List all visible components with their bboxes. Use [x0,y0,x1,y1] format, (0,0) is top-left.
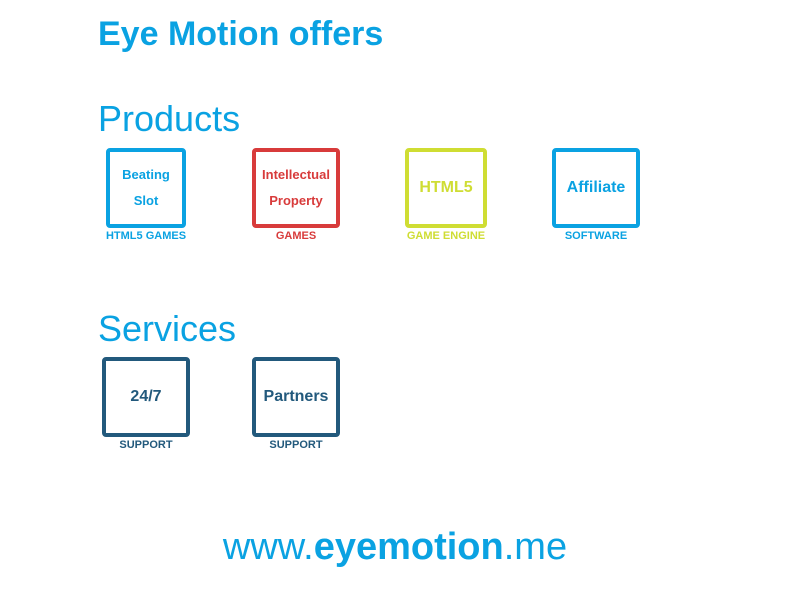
product-label-line2: Property [269,193,323,208]
url-domain: eyemotion [313,526,504,568]
product-label-line1: Intellectual [262,167,330,182]
product-tile-affiliate[interactable]: Affiliate SOFTWARE [536,148,656,242]
service-box-partners: Partners [252,357,340,437]
services-heading: Services [98,308,237,349]
service-tile-24-7[interactable]: 24/7 SUPPORT [86,357,206,451]
page-title: Eye Motion offers [98,15,384,53]
service-label: Partners [263,388,329,405]
product-caption: GAMES [275,230,317,242]
service-tile-partners[interactable]: Partners SUPPORT [236,357,356,451]
product-caption: HTML5 GAMES [105,230,187,242]
product-tile-beating-slot[interactable]: Beating Slot HTML5 GAMES [86,148,206,242]
product-label-line2: Slot [133,193,159,208]
service-box-24-7: 24/7 [102,357,190,437]
product-caption: SOFTWARE [564,230,628,242]
website-link[interactable]: www.eyemotion.me [0,526,790,569]
product-box-html5: HTML5 [405,148,487,228]
service-caption: SUPPORT [269,439,323,451]
product-box-affiliate: Affiliate [552,148,640,228]
products-heading: Products [98,98,241,139]
product-box-intellectual-property: Intellectual Property [252,148,340,228]
product-label: HTML5 [419,179,473,196]
product-label-line1: Beating [122,167,170,182]
service-caption: SUPPORT [119,439,173,451]
product-caption: GAME ENGINE [406,230,486,242]
service-label: 24/7 [130,388,162,405]
url-prefix: www. [222,526,314,568]
product-tile-html5[interactable]: HTML5 GAME ENGINE [386,148,506,242]
product-label: Affiliate [566,179,626,196]
url-suffix: .me [503,526,568,568]
product-tile-intellectual-property[interactable]: Intellectual Property GAMES [236,148,356,242]
product-box-beating-slot: Beating Slot [106,148,186,228]
